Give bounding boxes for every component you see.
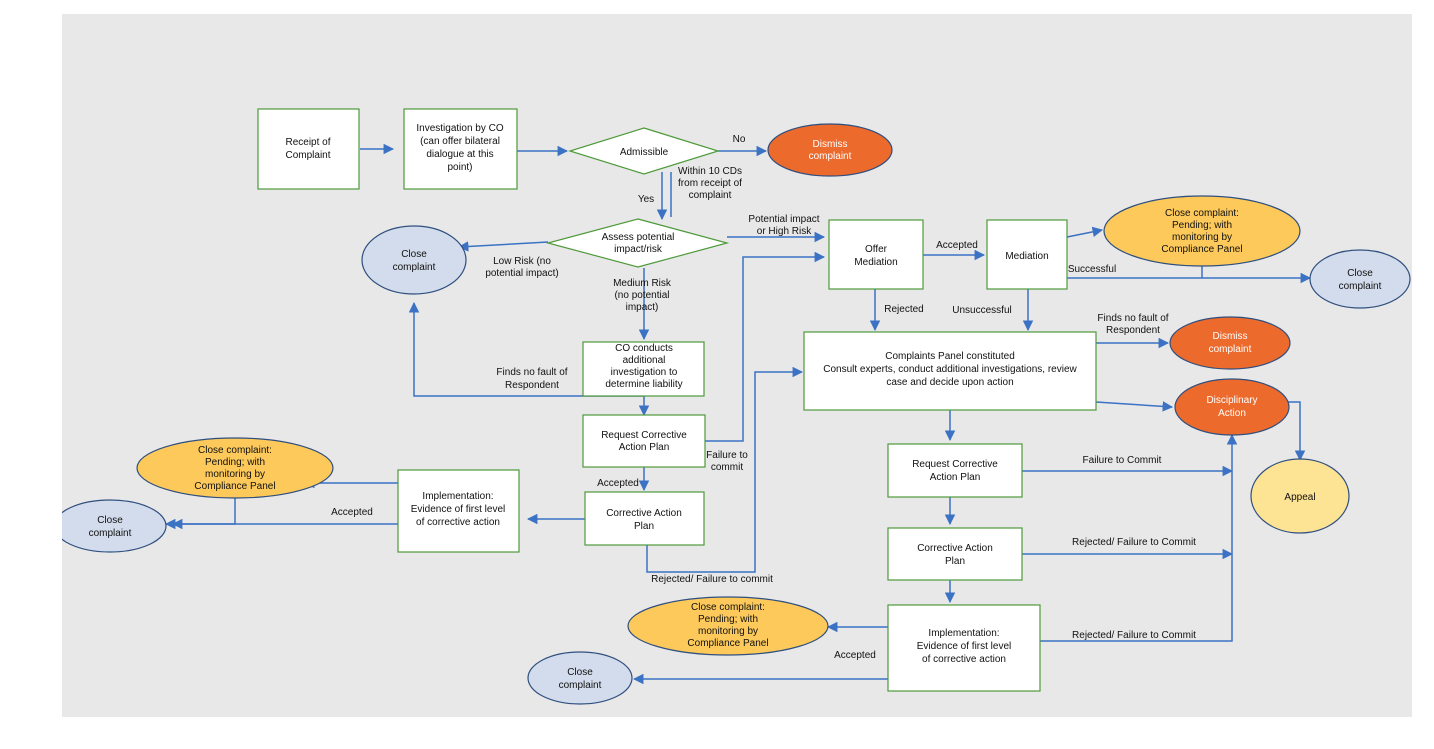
label-accepted-mediation: Accepted [936, 240, 978, 251]
disciplinary-action-ellipse [1174, 378, 1290, 436]
implementation-left-box [397, 469, 520, 553]
close-complaint-left-ellipse [361, 225, 467, 295]
mediation-label: Mediation [1005, 251, 1048, 262]
appeal-label: Appeal [1284, 492, 1315, 503]
close-pending-top-ellipse [1103, 195, 1301, 267]
edge-pending-left-to-close-far-left [164, 496, 236, 530]
close-pending-bottom-ellipse [627, 596, 829, 656]
request-cap-right-box [887, 443, 1023, 498]
edge-panel-to-disciplinary [1095, 401, 1174, 412]
close-complaint-right-ellipse [1309, 249, 1411, 309]
admissible-label: Admissible [620, 147, 669, 158]
offer-mediation-box [828, 219, 924, 290]
close-complaint-far-left-ellipse [62, 499, 167, 553]
assess-impact-decision [545, 218, 730, 268]
edge-disciplinary-to-appeal [1288, 401, 1306, 462]
label-unsuccessful: Unsuccessful [952, 305, 1011, 316]
edge-cap-left-rejected-to-panel [646, 366, 804, 573]
edge-req-cap-left-failure-to-offer-mediation [705, 251, 826, 442]
edge-mediation-to-close-pending-top [1066, 226, 1104, 238]
edge-assess-to-close-left [457, 241, 549, 252]
label-rejected-failure-right-2: Rejected/ Failure to Commit [1072, 630, 1196, 641]
cap-right-box [887, 527, 1023, 581]
complaints-panel-box [803, 331, 1097, 411]
admissible-decision [567, 127, 721, 175]
label-successful: Successful [1068, 264, 1116, 275]
close-complaint-bottom-ellipse [527, 651, 633, 705]
label-accepted-left-impl: Accepted [331, 507, 373, 518]
cap-left-box [584, 491, 705, 546]
co-additional-investigation-box [582, 341, 705, 397]
mediation-box [986, 219, 1068, 290]
appeal-ellipse [1250, 458, 1350, 534]
label-accepted-left-cap: Accepted [597, 478, 639, 489]
label-accepted-right-impl: Accepted [834, 650, 876, 661]
label-yes: Yes [638, 194, 654, 205]
dismiss-complaint-top-ellipse [767, 123, 893, 177]
edge-co-additional-to-close-left [408, 301, 644, 397]
label-rejected-failure-right-1: Rejected/ Failure to Commit [1072, 537, 1196, 548]
close-pending-left-ellipse [136, 437, 334, 499]
dismiss-complaint-right-ellipse [1169, 316, 1291, 370]
edge-impl-right-to-disciplinary [1040, 433, 1238, 642]
edges [164, 143, 1312, 685]
label-no: No [733, 134, 746, 145]
receipt-of-complaint-box [257, 108, 360, 190]
implementation-right-box [887, 604, 1041, 692]
label-failure-to-commit-right: Failure to Commit [1083, 455, 1162, 466]
request-cap-left-box [582, 414, 706, 468]
label-rejected-mediation: Rejected [884, 304, 923, 315]
investigation-by-co-box [403, 108, 518, 190]
label-rejected-failure-left: Rejected/ Failure to commit [651, 574, 773, 585]
